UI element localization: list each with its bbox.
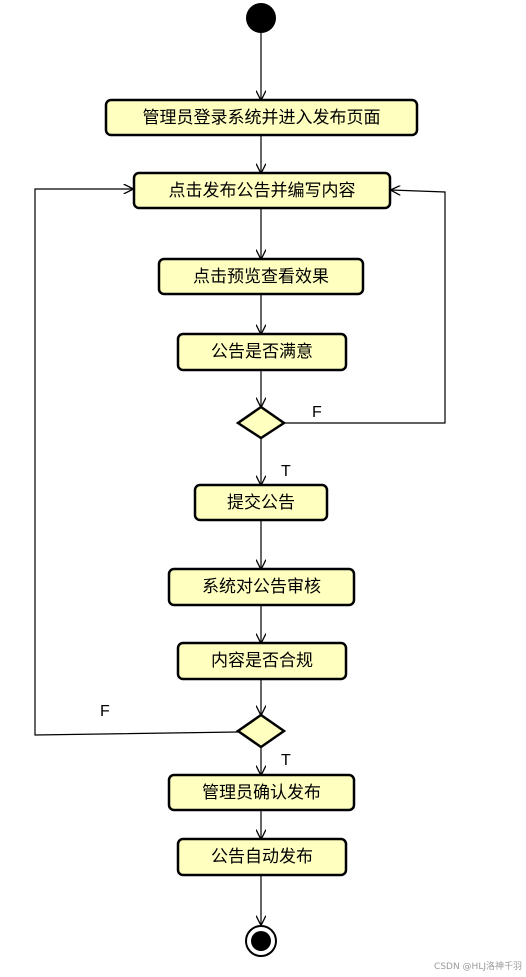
node-preview: 点击预览查看效果	[157, 257, 365, 296]
start-node	[246, 3, 276, 33]
node-preview-label: 点击预览查看效果	[193, 267, 329, 287]
node-auto-publish: 公告自动发布	[176, 837, 348, 877]
node-submit-label: 提交公告	[227, 493, 295, 513]
decision-satisfied	[235, 405, 287, 440]
node-review: 系统对公告审核	[167, 567, 356, 607]
node-submit: 提交公告	[193, 483, 329, 522]
node-compliant-label: 内容是否合规	[211, 651, 313, 671]
node-compliant: 内容是否合规	[176, 641, 348, 681]
watermark: CSDN @HLJ洛神千羽	[434, 960, 522, 972]
node-login-label: 管理员登录系统并进入发布页面	[143, 108, 381, 128]
node-satisfied-label: 公告是否满意	[211, 342, 313, 362]
decision1-true-label: T	[281, 463, 291, 480]
decision1-false-label: F	[312, 404, 322, 421]
edge-decision2-false-loop	[34, 189, 239, 736]
node-login: 管理员登录系统并进入发布页面	[104, 98, 419, 137]
node-auto-publish-label: 公告自动发布	[211, 847, 313, 867]
node-write: 点击发布公告并编写内容	[132, 171, 392, 210]
decision2-true-label: T	[281, 752, 291, 769]
node-review-label: 系统对公告审核	[202, 577, 321, 597]
node-confirm: 管理员确认发布	[167, 773, 356, 812]
edge-decision1-false-loop	[284, 190, 446, 424]
decision-compliant	[235, 713, 287, 749]
node-confirm-label: 管理员确认发布	[202, 783, 321, 803]
decision2-false-label: F	[100, 703, 110, 720]
node-satisfied: 公告是否满意	[176, 332, 348, 372]
end-node	[245, 925, 277, 957]
node-write-label: 点击发布公告并编写内容	[169, 181, 356, 201]
